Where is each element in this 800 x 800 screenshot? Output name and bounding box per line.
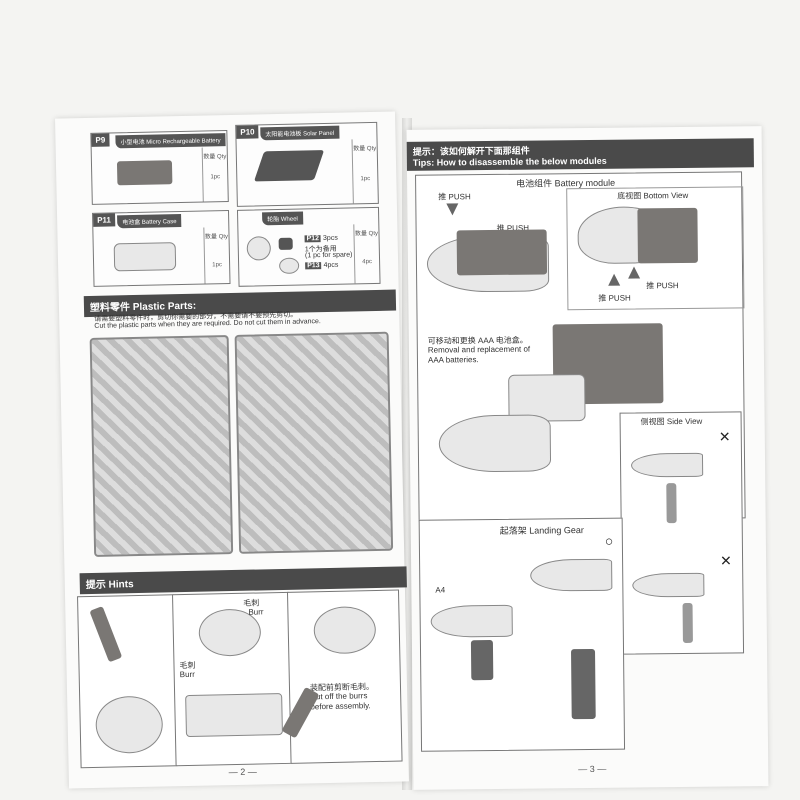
part-card-solar-panel: P10 太阳能电池板 Solar Panel 数量 Qty 1pc	[235, 121, 379, 207]
sprue-right-illustration	[234, 331, 394, 554]
gear-clean-illustration	[313, 606, 377, 655]
hint-cell-burr: 毛刺 Burr 毛刺 Burr	[172, 591, 293, 767]
landing-gear-title: 起落架 Landing Gear	[499, 525, 584, 536]
aircraft-side-illustration	[630, 452, 704, 478]
battery-illustration	[116, 160, 173, 186]
part-name: 太阳能电池板 Solar Panel	[260, 125, 340, 141]
correct-mark-icon: ○	[604, 532, 614, 549]
qty-column: 数量 Qty 4pc	[353, 223, 380, 284]
part-card-battery: P9 小型电池 Micro Rechargeable Battery 数量 Qt…	[90, 130, 229, 205]
sprue-left-illustration	[89, 335, 234, 557]
tire-illustration	[278, 257, 300, 274]
push-arrow-icon	[608, 273, 621, 286]
tips-header: 提示：该如何解开下面那组件 Tips: How to disassemble t…	[406, 138, 754, 171]
battery-module-illustration	[456, 229, 548, 276]
side-view-panel: 侧视图 Side View ✕ ✕	[619, 411, 745, 655]
landing-wheel-illustration	[470, 640, 494, 681]
left-page: P9 小型电池 Micro Rechargeable Battery 数量 Qt…	[55, 111, 409, 789]
sprue-frame-illustration	[185, 693, 283, 738]
part-name: 小型电池 Micro Rechargeable Battery	[115, 133, 226, 149]
cutter-illustration	[89, 606, 123, 663]
aircraft-landing-illustration	[530, 558, 613, 592]
part-name: 电池盒 Battery Case	[117, 214, 182, 229]
wheel-illustration	[246, 236, 272, 261]
part-tag: P10	[236, 125, 259, 139]
qty-column: 数量 Qty 1pc	[351, 138, 378, 204]
bottom-view-panel: 底视图 Bottom View 推 PUSH 推 PUSH	[566, 186, 745, 311]
booklet-spine	[402, 118, 412, 790]
hint-cell-cut: 装配前剪断毛刺。 Cut off the burrs before assemb…	[281, 589, 403, 764]
page-number: — 3 —	[578, 763, 607, 775]
page-number: — 2 —	[228, 766, 257, 778]
incorrect-mark-icon: ✕	[719, 552, 732, 569]
part-name: 轮胎 Wheel	[262, 211, 303, 226]
landing-gear-illustration	[682, 602, 693, 644]
qty-column: 数量 Qty 1pc	[203, 227, 230, 284]
part-tag: P9	[91, 133, 110, 147]
incorrect-mark-icon: ✕	[718, 428, 731, 445]
solar-panel-illustration	[253, 150, 325, 182]
part-card-battery-case: P11 电池盒 Battery Case 数量 Qty 1pc	[92, 210, 231, 287]
right-page: 提示：该如何解开下面那组件 Tips: How to disassemble t…	[406, 126, 769, 790]
push-arrow-icon	[627, 266, 641, 279]
aircraft-shell-illustration	[438, 414, 552, 473]
battery-pack-illustration	[637, 207, 698, 264]
push-arrow-icon	[446, 203, 459, 216]
part-card-wheel: 轮胎 Wheel P12 3pcs 1个为备用 (1 pc for spare)…	[236, 206, 381, 287]
qty-column: 数量 Qty 1pc	[201, 147, 228, 202]
landing-gear-part-illustration	[571, 648, 596, 720]
aircraft-landing-illustration	[430, 604, 513, 638]
wheel-hub-illustration	[278, 237, 293, 250]
landing-gear-panel: 起落架 Landing Gear ○ A4	[418, 517, 626, 752]
aircraft-side-illustration	[632, 572, 705, 598]
landing-gear-illustration	[666, 483, 677, 524]
part-tag: P11	[93, 213, 116, 227]
gear-illustration	[95, 695, 164, 754]
hint-cell-cutter	[77, 594, 178, 769]
battery-case-illustration	[113, 242, 177, 272]
